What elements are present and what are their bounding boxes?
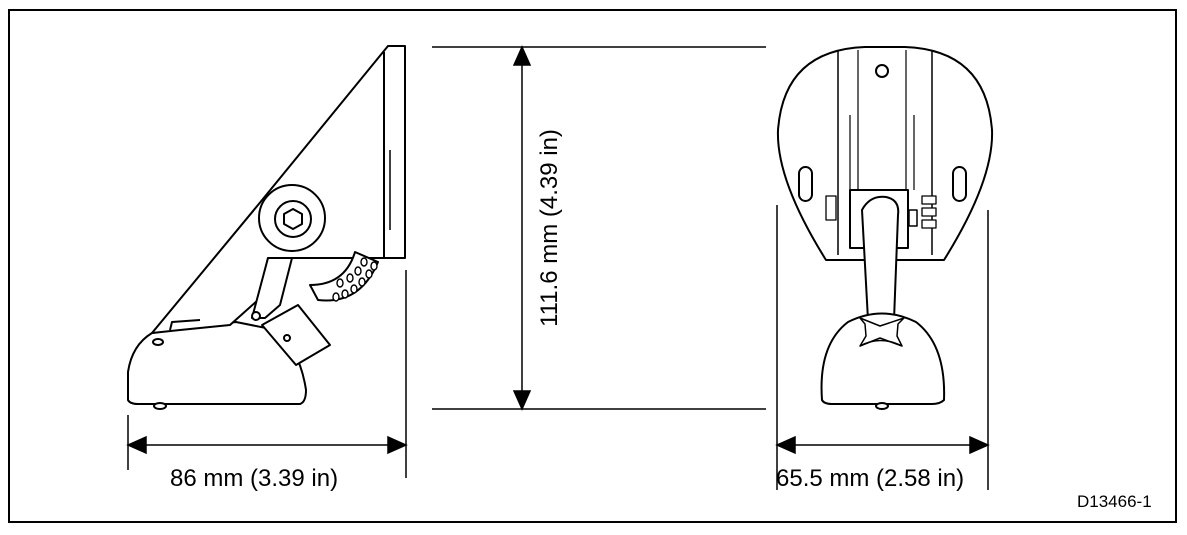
- front-base: [820, 312, 946, 405]
- side-base-hole: [152, 338, 164, 346]
- front-width-label: 65.5 mm (2.58 in): [776, 465, 965, 492]
- side-connector: [261, 304, 331, 366]
- front-base-foot: [875, 402, 889, 410]
- drawing-reference: D13466-1: [1077, 492, 1152, 511]
- front-width-dimension: [775, 205, 990, 490]
- side-view: [127, 45, 406, 410]
- height-dimension: [432, 45, 766, 411]
- side-tabs: [825, 195, 937, 229]
- hex-bolt: [283, 208, 303, 230]
- side-bracket-arm: [251, 257, 293, 319]
- front-plate-hole: [875, 64, 889, 78]
- side-width-label: 86 mm (3.39 in): [170, 465, 339, 492]
- front-view: [776, 46, 994, 410]
- height-label: 111.6 mm (4.39 in): [536, 129, 563, 327]
- side-width-dimension: [126, 270, 408, 478]
- cable-ribs: [332, 257, 378, 302]
- arm-pivot: [251, 311, 261, 321]
- side-base-foot: [153, 402, 167, 410]
- slot-left: [798, 166, 813, 202]
- drawing-border: [8, 9, 1177, 523]
- connector-dot: [283, 334, 291, 342]
- front-arm: [861, 195, 900, 321]
- slot-right: [952, 166, 967, 202]
